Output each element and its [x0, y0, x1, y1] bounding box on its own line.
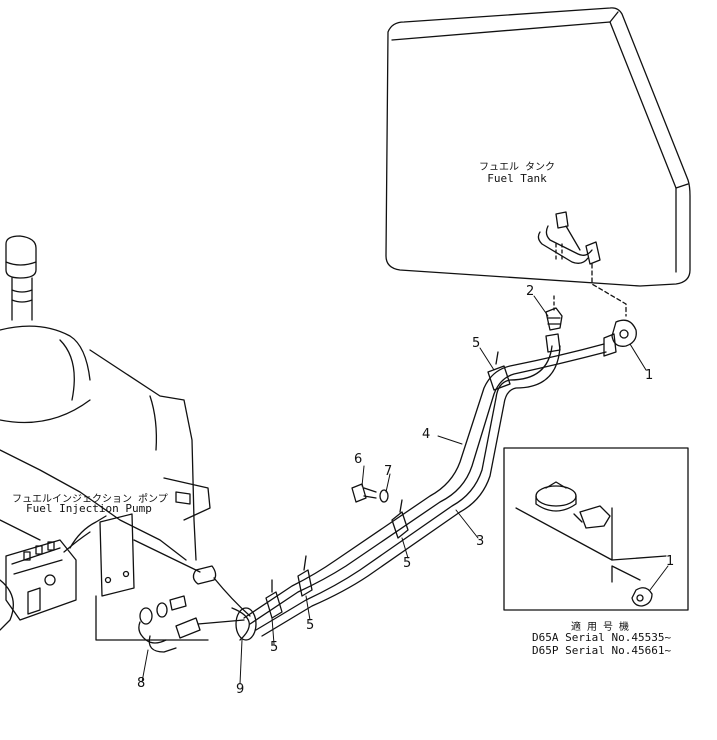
- fuel-tank-label-en: Fuel Tank: [487, 172, 547, 185]
- callout-9: 9: [236, 682, 245, 697]
- injection-pump-label-jp: フュエルインジェクション ポンプ: [12, 494, 168, 505]
- fuel-hoses: [243, 343, 607, 637]
- clamp-part-5-mid: [391, 511, 409, 539]
- callout-7: 7: [384, 464, 393, 479]
- fuel-tank: [385, 7, 691, 287]
- callout-3: 3: [476, 534, 485, 549]
- callout-2: 2: [526, 284, 535, 299]
- serial-line-d65p: D65P Serial No.45661~: [532, 644, 672, 657]
- connector-part-2: [545, 295, 563, 353]
- tank-outlet-fitting: [537, 211, 627, 317]
- bolt-part-6: [351, 483, 377, 503]
- callout-5-low: 5: [306, 618, 315, 633]
- leader-lines: [141, 295, 669, 685]
- clamp-part-5-low: [297, 569, 313, 597]
- clamp-part-5-top: [487, 365, 511, 391]
- banjo-fitting-part-8: [138, 595, 187, 653]
- washer-part-7: [379, 489, 389, 503]
- clamp-part-5-left: [265, 591, 283, 619]
- pump-side-fittings: [175, 565, 257, 641]
- callout-5-left: 5: [270, 640, 279, 655]
- callout-1: 1: [645, 368, 654, 383]
- callout-8: 8: [137, 676, 146, 691]
- callout-5-top: 5: [472, 336, 481, 351]
- injection-pump-label-en: Fuel Injection Pump: [26, 502, 152, 515]
- callout-4: 4: [422, 427, 431, 442]
- callout-inset-1: 1: [666, 554, 675, 569]
- elbow-part-1: [603, 319, 637, 357]
- callout-5-mid: 5: [403, 556, 412, 571]
- callout-6: 6: [354, 452, 363, 467]
- inset-detail-box: [503, 447, 689, 611]
- engine-block: [0, 235, 211, 641]
- serial-line-d65a: D65A Serial No.45535~: [532, 631, 672, 644]
- fuel-tank-label-jp: フュエル タンク: [478, 162, 556, 173]
- serial-heading: 適 用 号 機: [570, 622, 630, 633]
